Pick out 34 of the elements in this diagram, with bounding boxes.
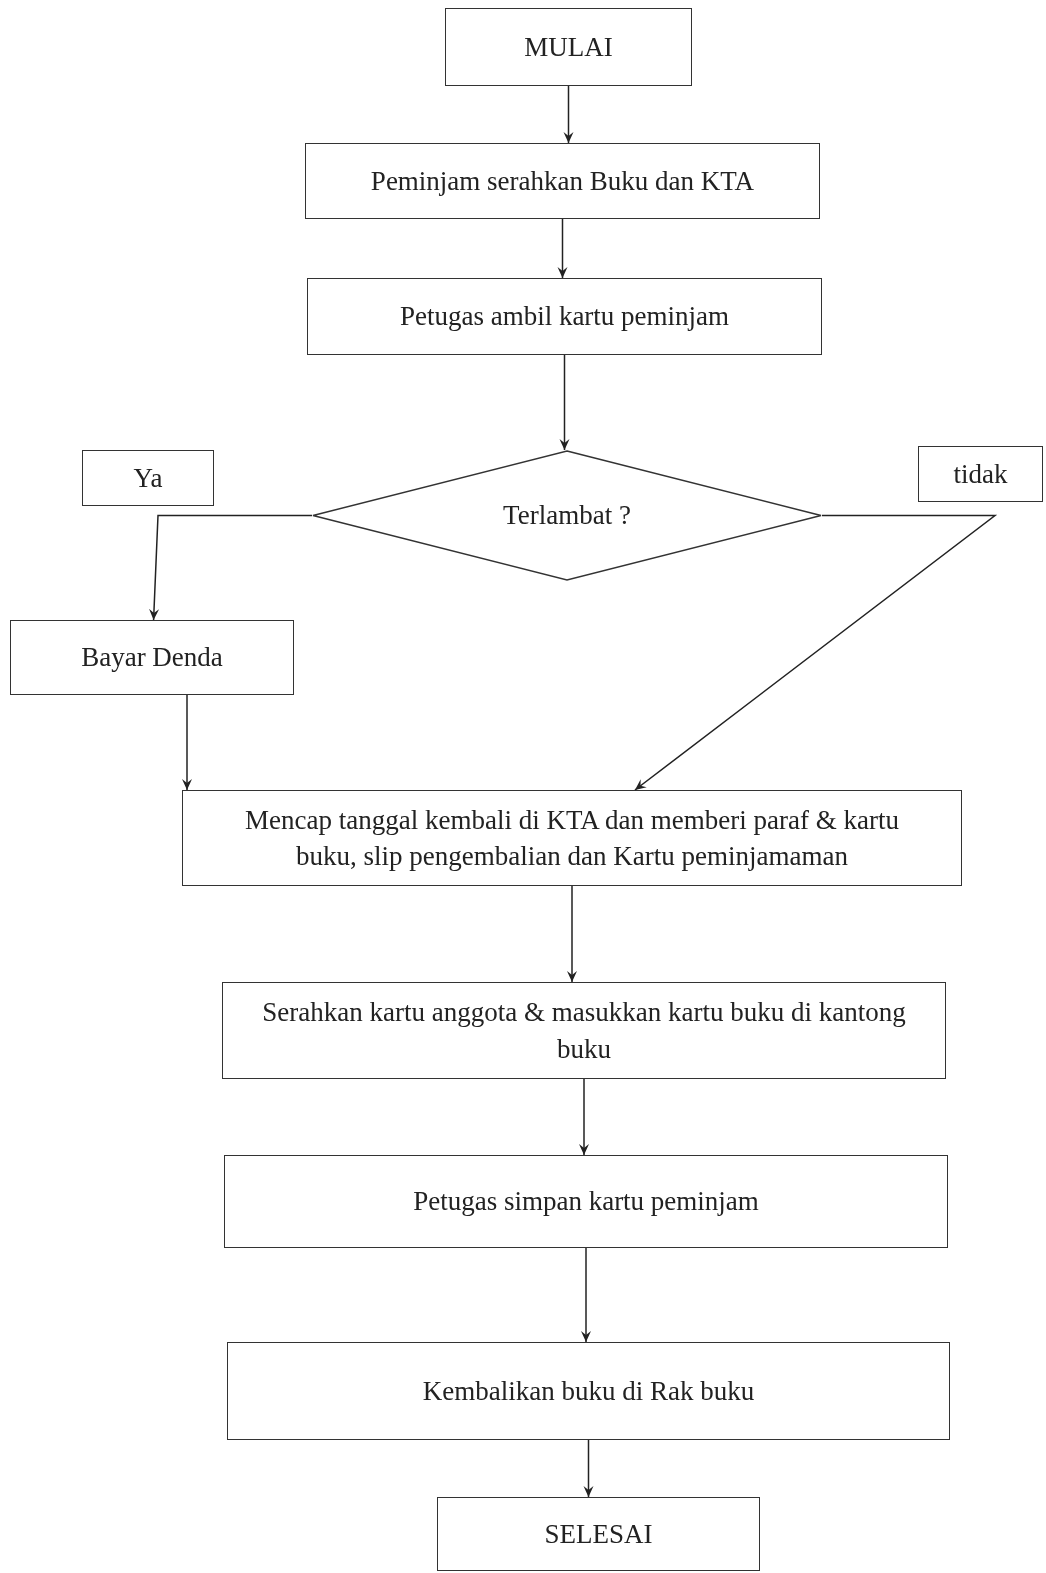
- node-text: MULAI: [523, 30, 614, 64]
- process-box: [307, 278, 822, 355]
- node-text: Mencap tanggal kembali di KTA dan memberi paraf & kartu buku, slip pengembalian dan Kartu peminjamaman: [244, 803, 900, 873]
- arrow: [579, 1078, 589, 1156]
- node-text: tidak: [952, 457, 1009, 491]
- arrow: [149, 514, 313, 621]
- arrow: [182, 694, 192, 791]
- node-text: Bayar Denda: [80, 641, 224, 675]
- process-box: [10, 620, 294, 695]
- process-box: [182, 790, 962, 886]
- arrow: [559, 354, 570, 451]
- process-box: [305, 143, 820, 219]
- node-text: Kembalikan buku di Rak buku: [421, 1374, 756, 1408]
- terminal-box: [445, 8, 692, 86]
- node-text: Petugas ambil kartu peminjam: [398, 300, 731, 334]
- arrow: [634, 514, 998, 791]
- terminal-box: [437, 1497, 760, 1571]
- arrow: [557, 218, 568, 279]
- branch-label-box: [918, 446, 1043, 502]
- node-text: Serahkan kartu anggota & masukkan kartu buku di kantong buku: [261, 996, 907, 1066]
- arrow: [583, 1439, 594, 1498]
- decision-diamond: [312, 450, 822, 581]
- arrow: [567, 885, 577, 983]
- node-text: Peminjam serahkan Buku dan KTA: [369, 164, 756, 198]
- node-text: Terlambat ?: [502, 499, 632, 533]
- node-text: SELESAI: [543, 1517, 654, 1551]
- node-text: Ya: [132, 461, 164, 495]
- process-box: [222, 982, 946, 1079]
- process-box: [227, 1342, 950, 1440]
- branch-label-box: [82, 450, 214, 506]
- process-box: [224, 1155, 948, 1248]
- node-text: Petugas simpan kartu peminjam: [412, 1185, 760, 1219]
- arrow: [581, 1247, 591, 1343]
- arrow: [563, 85, 574, 144]
